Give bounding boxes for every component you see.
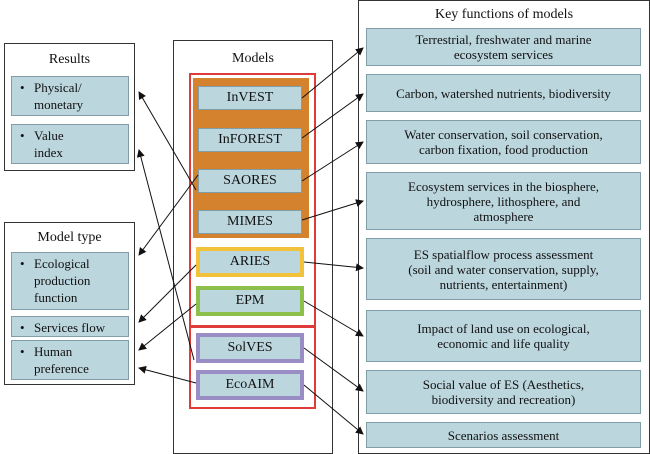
- arrow-ecoaim-to-human-preference: [138, 365, 197, 384]
- arrow-saores-to-model-type: [138, 174, 199, 256]
- function-land-use-impact: Impact of land use on ecological,economi…: [366, 310, 641, 362]
- result-item-physical-monetary: • Physical/monetary: [11, 76, 129, 116]
- function-carbon-watershed: Carbon, watershed nutrients, biodiversit…: [366, 74, 641, 112]
- arrow-ecoaim-to-results: [136, 149, 195, 361]
- function-line: economic and life quality: [437, 336, 570, 351]
- function-line: Impact of land use on ecological,: [417, 321, 590, 336]
- function-line: atmosphere: [473, 208, 534, 224]
- result-line: monetary: [34, 97, 84, 112]
- model-type-item-ecological: • Ecological production function: [11, 252, 129, 310]
- result-line: index: [34, 145, 63, 160]
- result-line: Value: [34, 128, 64, 143]
- bullet-icon: •: [20, 256, 25, 271]
- function-line: hydrosphere, lithosphere, and: [426, 193, 581, 209]
- model-invest: InVEST: [198, 86, 302, 110]
- function-line: Carbon, watershed nutrients, biodiversit…: [396, 85, 611, 101]
- bullet-icon: •: [20, 320, 25, 335]
- arrow-solves-to-function: [303, 347, 364, 392]
- function-line: Social value of ES (Aesthetics,: [422, 377, 585, 392]
- function-biosphere-services: Ecosystem services in the biosphere,hydr…: [366, 172, 641, 230]
- model-type-line: Human: [34, 344, 73, 359]
- model-type-panel: Model type • Ecological production function…: [4, 222, 135, 385]
- model-type-title: Model type: [37, 230, 102, 245]
- function-line: Scenarios assessment: [447, 427, 560, 443]
- function-line: Terrestrial, freshwater and marine: [415, 32, 592, 47]
- model-saores: SAORES: [198, 169, 302, 193]
- bullet-icon: •: [20, 80, 25, 95]
- function-scenarios-assessment: Scenarios assessment: [366, 422, 641, 448]
- function-line: Ecosystem services in the biosphere,: [408, 178, 599, 194]
- model-mimes: MIMES: [198, 210, 302, 234]
- arrow-epm-to-function: [303, 300, 364, 337]
- function-spatial-flow: ES spatialflow process assessment(soil a…: [366, 238, 641, 300]
- arrow-ecoaim-to-function: [303, 384, 364, 435]
- model-aries: ARIES: [196, 247, 304, 277]
- function-line: biodiversity and recreation): [431, 392, 576, 407]
- model-epm: EPM: [196, 286, 304, 316]
- model-type-line: preference: [34, 361, 89, 376]
- function-line: nutrients, entertainment): [439, 276, 568, 292]
- function-line: ES spatialflow process assessment: [413, 246, 594, 262]
- model-type-item-services-flow: • Services flow: [11, 316, 129, 337]
- models-title: Models: [232, 51, 274, 66]
- arrow-aries-to-function: [303, 261, 364, 272]
- result-line: Physical/: [34, 80, 82, 95]
- model-type-line: production: [34, 273, 91, 288]
- function-line: Water conservation, soil conservation,: [404, 127, 603, 142]
- function-water-soil-conservation: Water conservation, soil conservation,ca…: [366, 120, 641, 164]
- result-item-value-index: • Value index: [11, 124, 129, 164]
- bullet-icon: •: [20, 344, 25, 359]
- model-type-line: Ecological: [34, 256, 90, 271]
- arrow-aries-to-services-flow: [138, 264, 197, 323]
- models-group-frame-lower: [189, 326, 316, 409]
- arrow-orange-to-results: [138, 91, 197, 191]
- key-functions-title: Key functions of models: [434, 7, 574, 22]
- arrow-inforest-to-function: [301, 93, 364, 139]
- arrow-invest-to-function: [301, 47, 364, 99]
- model-inforest: InFOREST: [198, 128, 302, 152]
- function-line: carbon fixation, food production: [419, 142, 588, 157]
- function-line: (soil and water conservation, supply,: [408, 261, 599, 277]
- model-ecoaim: EcoAIM: [196, 370, 304, 400]
- results-panel: Results • Physical/monetary • Value index: [4, 43, 135, 171]
- bullet-icon: •: [20, 128, 25, 143]
- function-line: ecosystem services: [453, 47, 554, 62]
- arrow-mimes-to-function: [301, 199, 364, 221]
- function-social-value: Social value of ES (Aesthetics,biodivers…: [366, 370, 641, 414]
- model-type-line: Services flow: [34, 320, 106, 335]
- arrow-epm-to-human-preference: [138, 303, 197, 351]
- model-type-line: function: [34, 290, 78, 305]
- arrow-saores-to-function: [301, 141, 364, 182]
- results-title: Results: [48, 52, 91, 67]
- model-solves: SolVES: [196, 333, 304, 363]
- model-type-item-human-preference: • Human preference: [11, 340, 129, 380]
